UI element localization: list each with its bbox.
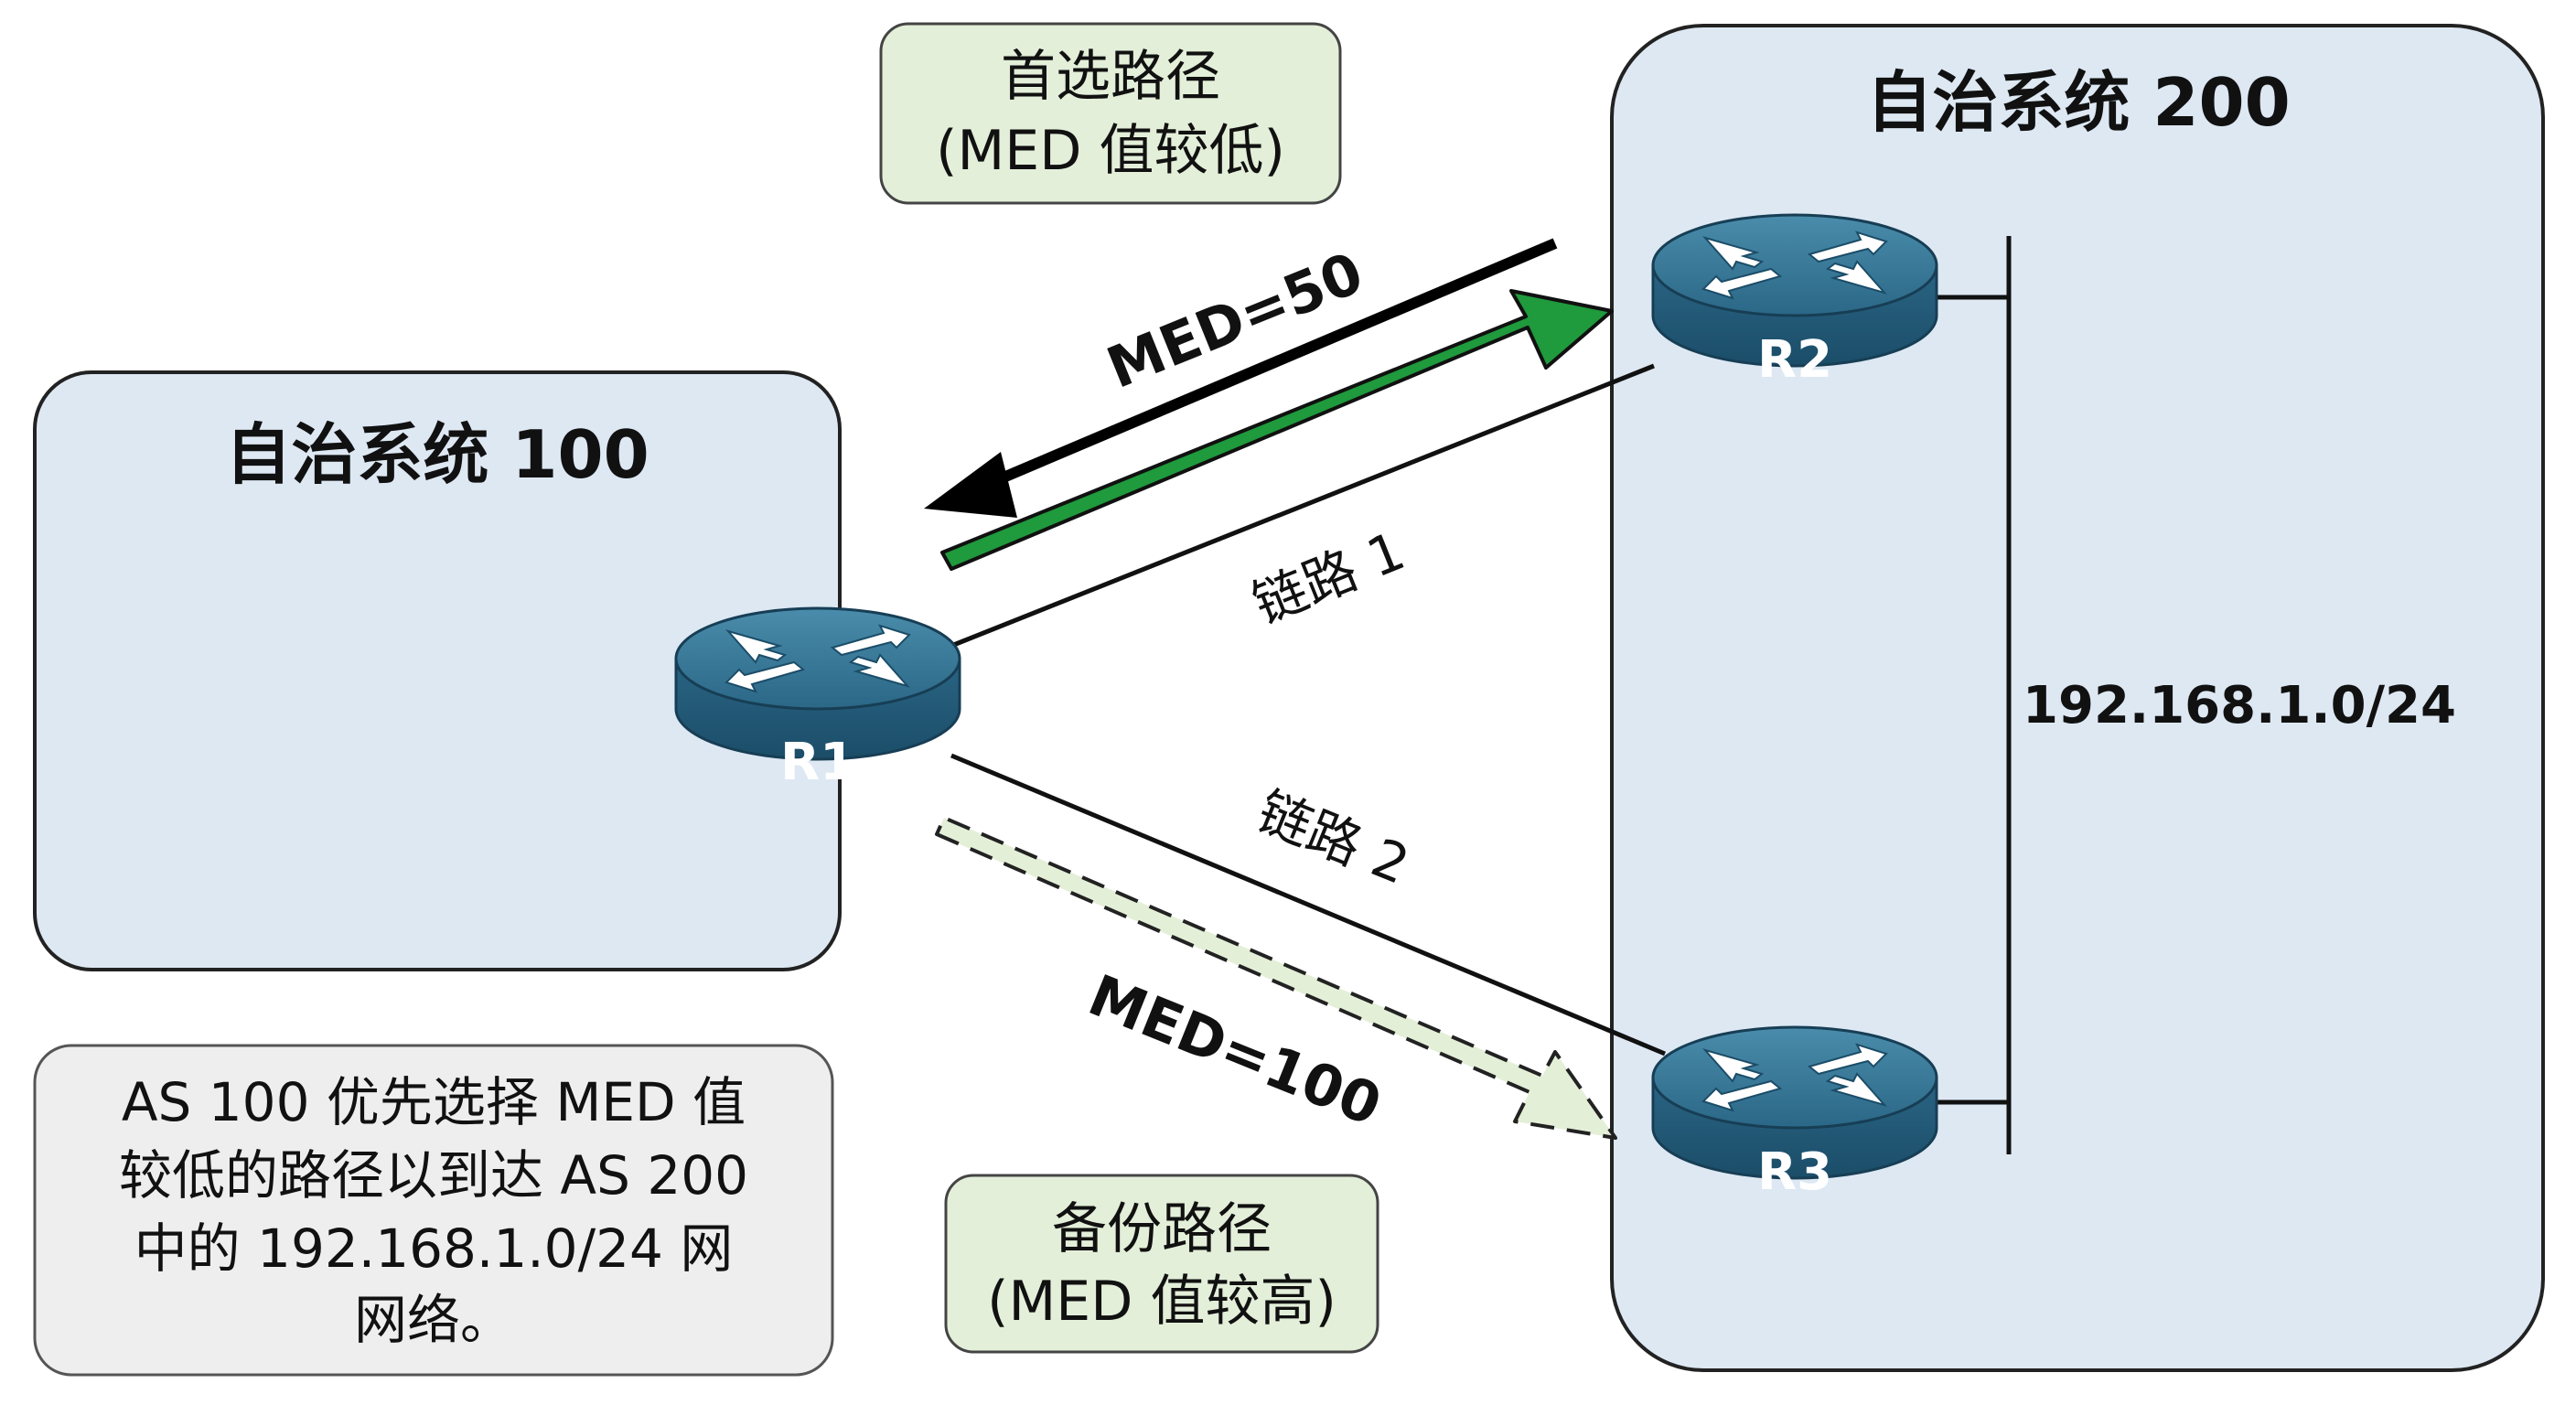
as100-title: 自治系统 100: [225, 416, 649, 493]
backup-path-title: 备份路径: [1052, 1197, 1272, 1261]
router-r3[interactable]: R3: [1651, 1025, 1938, 1202]
note-line-3: 中的 192.168.1.0/24 网: [134, 1217, 734, 1280]
backup-path-box: [944, 1174, 1379, 1354]
med-advertisement-arrow: [983, 238, 1558, 490]
link-1-label: 链路 1: [1244, 520, 1412, 636]
router-r1[interactable]: R1: [674, 606, 961, 792]
link-2-med-label: MED=100: [1079, 961, 1390, 1139]
link-2-line: [950, 753, 1666, 1056]
router-r1-label: R1: [780, 733, 855, 792]
note-line-4: 网络。: [354, 1289, 513, 1351]
link-2-label: 链路 2: [1249, 780, 1417, 896]
note-line-2: 较低的路径以到达 AS 200: [119, 1144, 748, 1207]
preferred-path-box: [879, 22, 1342, 205]
router-r2[interactable]: R2: [1651, 213, 1938, 390]
link-1-line: [950, 363, 1655, 649]
backup-path-subtitle: (MED 值较高): [987, 1270, 1336, 1334]
as200-title: 自治系统 200: [1866, 64, 2290, 141]
note-line-1: AS 100 优先选择 MED 值: [122, 1071, 746, 1133]
preferred-path-subtitle: (MED 值较低): [936, 119, 1285, 183]
note-box: [33, 1044, 834, 1377]
router-r2-label: R2: [1757, 330, 1832, 390]
med-advertisement-arrowhead: [924, 452, 1017, 518]
backup-traffic-arrow: [935, 816, 1617, 1140]
network-label: 192.168.1.0/24: [2023, 676, 2456, 735]
preferred-traffic-arrow: [940, 289, 1614, 571]
router-r3-label: R3: [1757, 1142, 1832, 1202]
preferred-path-title: 首选路径: [1001, 45, 1220, 109]
